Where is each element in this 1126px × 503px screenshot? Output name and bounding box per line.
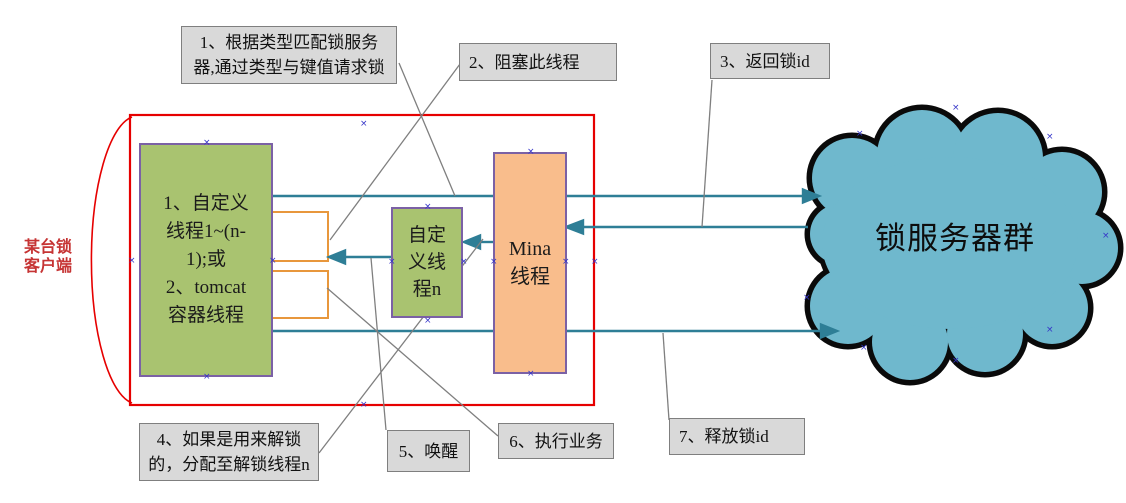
arrow-assign-unlock-thread[interactable]	[460, 233, 493, 251]
bracket-wait-slot-1[interactable]	[273, 211, 329, 262]
leader-line-1	[398, 62, 456, 197]
leader-line-5	[370, 257, 387, 431]
leader-line-2	[329, 63, 461, 241]
leader-line-3	[701, 79, 713, 228]
arrow-return-lock-id[interactable]	[562, 218, 808, 236]
callout-6-execute-business[interactable]: 6、执行业务	[498, 423, 614, 459]
callout-3-return-lock-id[interactable]: 3、返回锁id	[710, 43, 830, 79]
label-lock-server-cluster: 锁服务器群	[875, 221, 1035, 256]
box-client-threads[interactable]: 1、自定义 线程1~(n- 1);或 2、tomcat 容器线程	[139, 143, 273, 377]
box-custom-thread-n[interactable]: 自定 义线 程n	[391, 207, 463, 318]
callout-7-release-lock-id[interactable]: 7、释放锁id	[669, 418, 805, 455]
callout-4-assign-unlock-thread[interactable]: 4、如果是用来解锁 的，分配至解锁线程n	[139, 423, 319, 481]
box-mina-thread[interactable]: Mina 线程	[493, 152, 567, 374]
callout-1-request-lock[interactable]: 1、根据类型匹配锁服务 器,通过类型与键值请求锁	[181, 26, 397, 84]
cloud-shape[interactable]	[804, 104, 1124, 386]
leader-line-6	[326, 287, 499, 437]
client-brace-arc	[90, 116, 133, 404]
label-lock-client: 某台锁 客户端	[23, 239, 72, 275]
callout-2-block-thread[interactable]: 2、阻塞此线程	[459, 43, 617, 81]
bracket-wait-slot-2[interactable]	[273, 270, 329, 319]
leader-line-7	[662, 332, 670, 421]
client-boundary-rect	[128, 113, 596, 407]
callout-5-wake[interactable]: 5、唤醒	[387, 430, 470, 472]
arrow-wake-thread[interactable]	[325, 248, 391, 266]
